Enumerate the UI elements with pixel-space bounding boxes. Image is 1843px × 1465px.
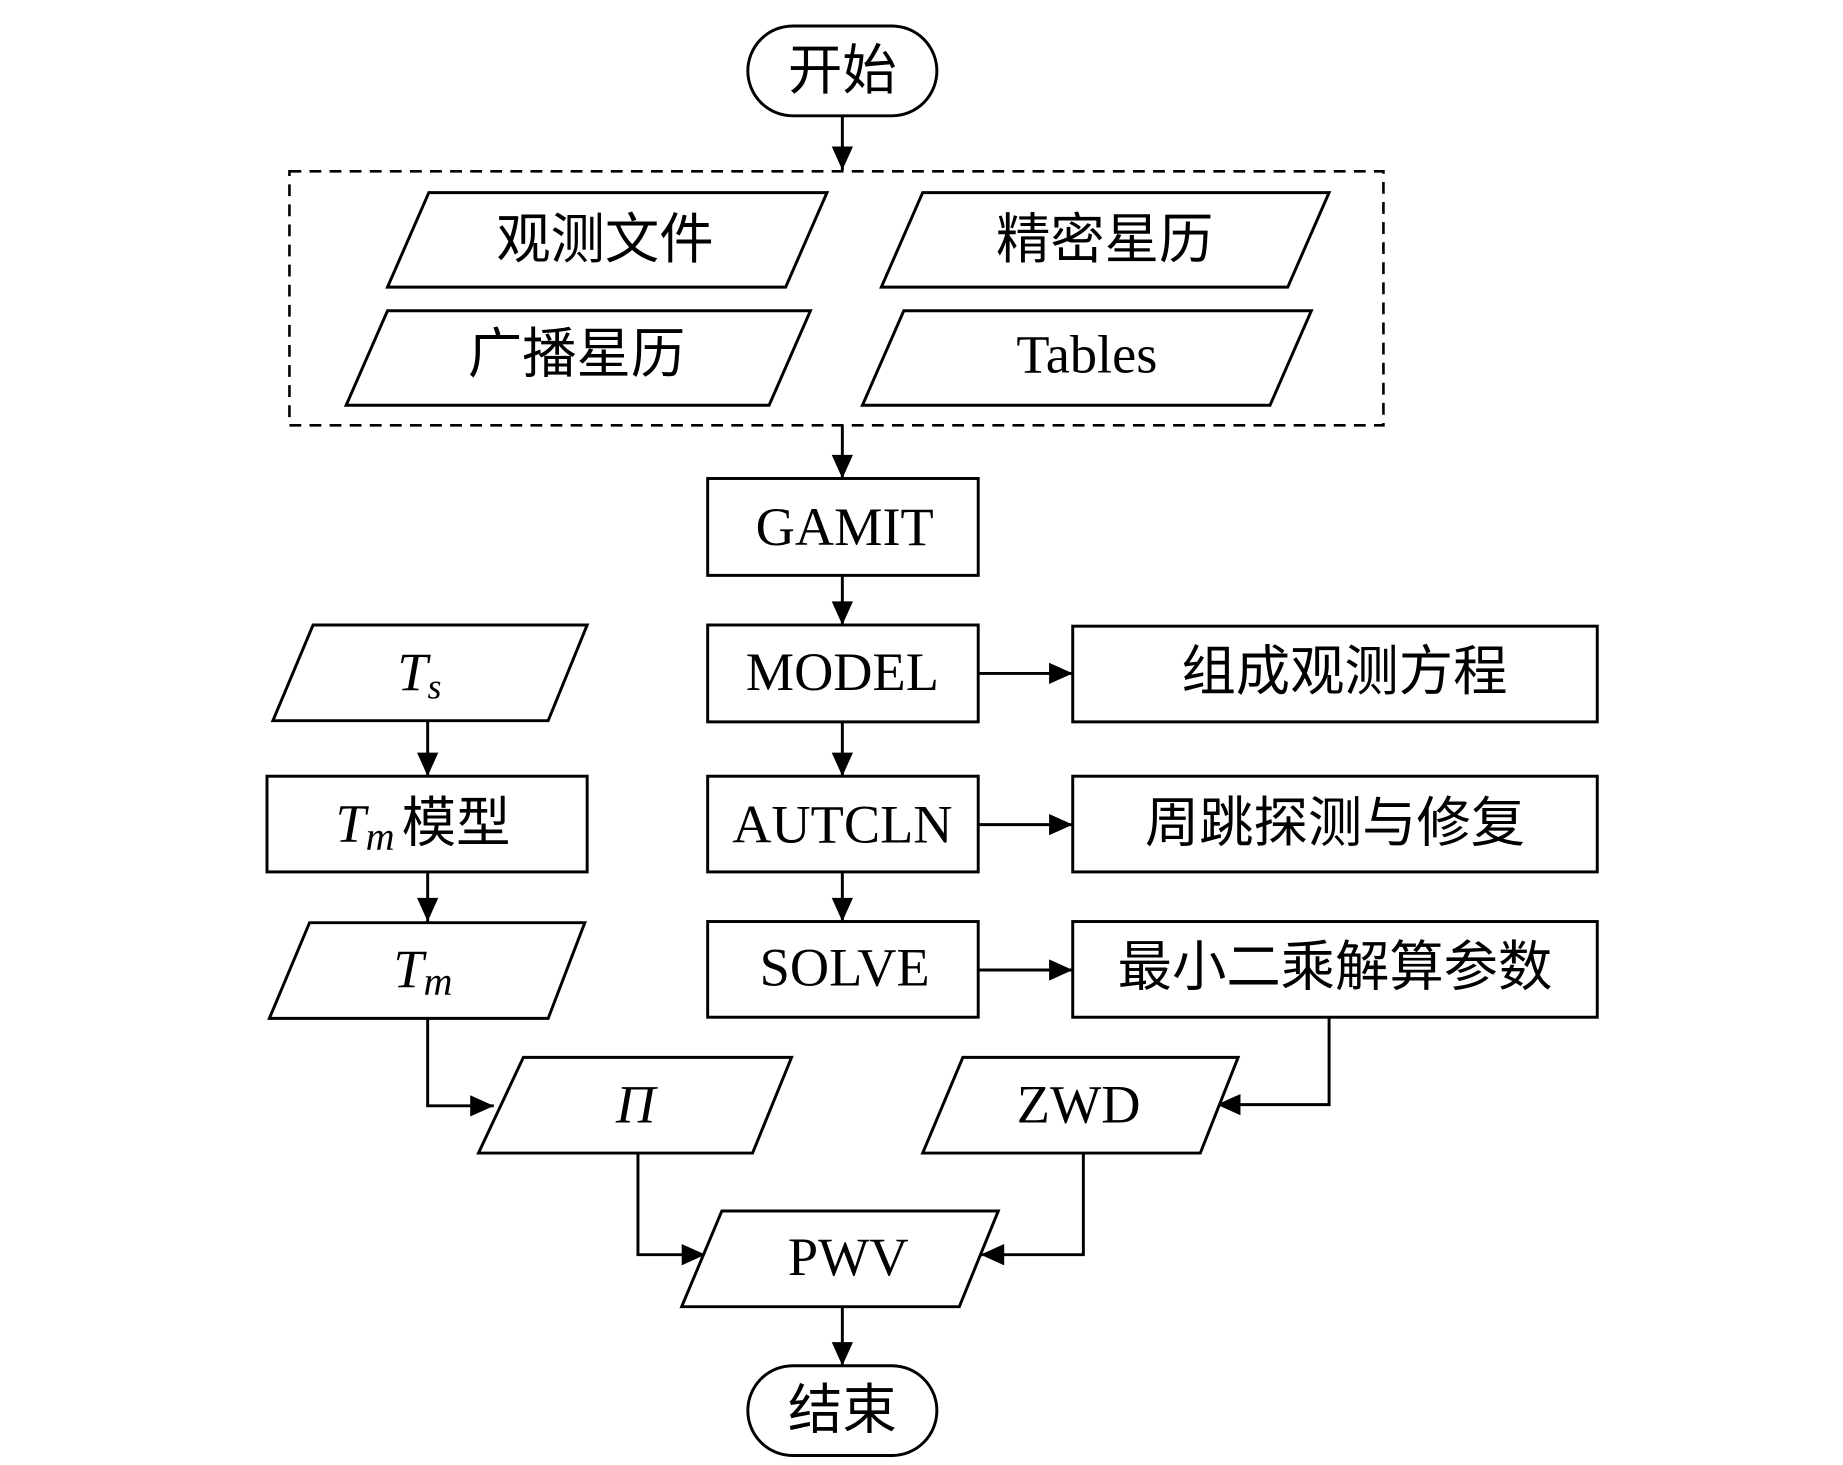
pwv-label: PWV: [788, 1227, 909, 1287]
gamit-label: GAMIT: [756, 497, 934, 557]
ts-label: Ts: [397, 642, 441, 706]
start-label: 开始: [788, 41, 897, 101]
model-description: 组成观测方程: [1071, 624, 1599, 724]
arrowhead: [1049, 959, 1073, 981]
tm-label: Tm: [393, 939, 452, 1003]
input-tables-label: Tables: [1016, 324, 1157, 384]
arrowhead: [1049, 662, 1073, 685]
arrowhead: [831, 897, 853, 922]
arrowhead: [831, 146, 853, 171]
arrowhead: [1216, 1094, 1241, 1116]
solve-description: 最小二乘解算参数: [1071, 920, 1599, 1019]
input-precise-ephemeris: 精密星历: [879, 191, 1332, 289]
arrow-tm-pi: [426, 1018, 494, 1108]
arrowhead: [831, 454, 853, 479]
zwd-output: ZWD: [920, 1055, 1241, 1155]
autcln-description-label: 周跳探测与修复: [1145, 793, 1525, 853]
solve-process: SOLVE: [706, 920, 980, 1019]
end-terminal: 结束: [746, 1364, 939, 1457]
arrowhead: [831, 1342, 853, 1366]
model-process: MODEL: [706, 623, 980, 724]
arrowhead: [681, 1244, 706, 1266]
autcln-process: AUTCLN: [706, 774, 980, 874]
solve-label: SOLVE: [760, 938, 930, 998]
input-broadcast-ephemeris-label: 广播星历: [468, 324, 685, 384]
pwv-output: PWV: [679, 1209, 1001, 1309]
input-broadcast-ephemeris: 广播星历: [343, 309, 813, 407]
arrowhead: [831, 601, 853, 625]
model-description-label: 组成观测方程: [1181, 642, 1507, 702]
inputs-group: [288, 170, 1385, 427]
start-terminal: 开始: [746, 24, 939, 118]
arrowhead: [470, 1095, 494, 1117]
arrowhead: [831, 752, 853, 777]
arrowhead: [417, 897, 439, 922]
input-precise-ephemeris-label: 精密星历: [996, 210, 1213, 270]
zwd-label: ZWD: [1017, 1075, 1141, 1135]
arrowhead: [980, 1244, 1005, 1266]
pi-factor: Π: [476, 1055, 794, 1155]
gamit-process: GAMIT: [706, 477, 980, 577]
arrow-solve-zwd: [1216, 1017, 1331, 1107]
end-label: 结束: [788, 1381, 897, 1441]
model-label: MODEL: [746, 642, 939, 702]
arrow-zwd-pwv: [980, 1153, 1085, 1257]
autcln-label: AUTCLN: [732, 795, 952, 855]
arrow-pi-pwv: [636, 1153, 706, 1257]
input-tables: Tables: [860, 309, 1314, 407]
ts-input: Ts: [270, 623, 590, 723]
tm-output: Tm: [267, 921, 587, 1020]
input-observation-files: 观测文件: [385, 191, 830, 289]
arrowhead: [417, 752, 439, 777]
arrowhead: [1049, 814, 1073, 836]
pi-label: Π: [615, 1075, 658, 1135]
solve-description-label: 最小二乘解算参数: [1118, 938, 1553, 998]
input-observation-files-label: 观测文件: [496, 210, 713, 270]
autcln-description: 周跳探测与修复: [1071, 774, 1599, 874]
